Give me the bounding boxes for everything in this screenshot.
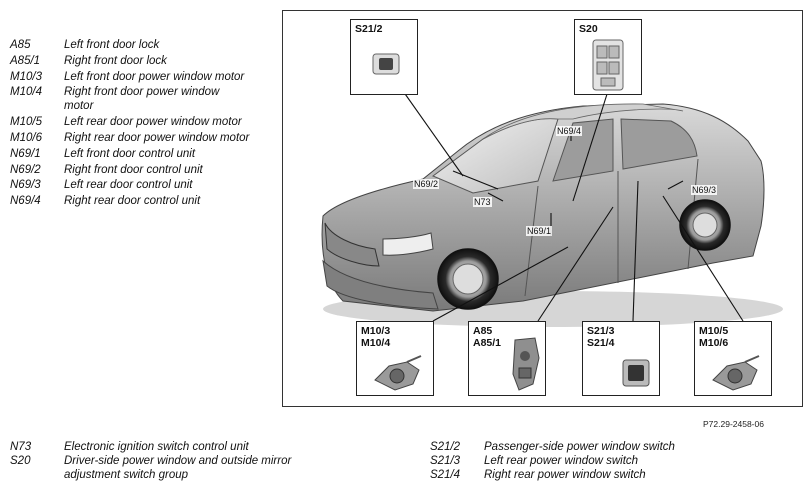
- legend-item: M10/4 Right front door power window motor: [10, 85, 250, 113]
- legend-desc: Left rear door power window motor: [64, 116, 242, 129]
- legend-item: N69/1 Left front door control unit: [10, 147, 250, 161]
- legend-desc: Right front door lock: [64, 54, 167, 67]
- legend-desc: Electronic ignition switch control unit: [64, 441, 249, 453]
- label-n69-4: N69/4: [556, 126, 583, 136]
- callout-code: M10/6: [699, 337, 729, 349]
- legend-item: M10/3 Left front door power window motor: [10, 70, 250, 84]
- legend-item: N69/3 Left rear door control unit: [10, 178, 250, 192]
- car-bumper: [322, 259, 439, 310]
- legend-code: N69/4: [10, 195, 41, 208]
- legend-code: A85: [10, 39, 31, 51]
- legend-code: N73: [10, 441, 32, 453]
- figure-reference: P72.29-2458-06: [703, 419, 764, 429]
- car-headlight: [382, 232, 434, 256]
- callout-code: S21/3: [587, 325, 615, 337]
- legend-item: M10/6 Right rear door power window motor: [10, 131, 250, 145]
- legend-code: S21/4: [430, 469, 461, 481]
- door-lock-icon: [512, 337, 540, 391]
- label-n69-2: N69/2: [413, 179, 440, 189]
- legend-desc: Left front door power window motor: [64, 70, 245, 83]
- callout-s20: S20: [574, 19, 642, 95]
- legend-desc: Right front door control unit: [64, 163, 203, 176]
- car-side-windows: [552, 118, 698, 182]
- callout-label: S20: [579, 23, 598, 35]
- legend-code: M10/5: [10, 116, 42, 129]
- label-n69-1: N69/1: [526, 226, 553, 236]
- legend-desc: Right rear door power window motor: [64, 131, 250, 144]
- legend-item: S21/3 Left rear power window switch: [430, 454, 750, 468]
- legend-desc: Right rear power window switch: [484, 469, 646, 481]
- callout-code: M10/3: [361, 325, 391, 337]
- legend-code: N69/3: [10, 179, 41, 192]
- callout-s21-2: S21/2: [350, 19, 418, 95]
- legend-desc: Right front door power window motor: [64, 86, 220, 113]
- callout-label: S21/2: [355, 23, 383, 35]
- legend-code: S20: [10, 455, 31, 467]
- legend-desc: Left rear door control unit: [64, 179, 193, 192]
- label-n73: N73: [473, 197, 492, 207]
- legend-code: M10/4: [10, 86, 42, 99]
- legend-item: S21/4 Right rear power window switch: [430, 468, 750, 482]
- legend-desc: Left front door lock: [64, 39, 160, 51]
- callout-code: A85: [473, 325, 493, 337]
- legend-code: S21/2: [430, 441, 461, 453]
- label-n69-3: N69/3: [691, 185, 718, 195]
- legend-code: M10/6: [10, 131, 42, 144]
- switch-group-icon: [592, 39, 624, 91]
- legend-item: M10/5 Left rear door power window motor: [10, 115, 250, 129]
- callout-code: A85/1: [473, 337, 502, 349]
- car-roof: [482, 103, 684, 140]
- front-wheel-hub: [452, 263, 484, 295]
- switch-icon: [622, 359, 650, 387]
- legend-item: S20 Driver-side power window and outside …: [10, 454, 330, 482]
- legend-bottom-left: N73 Electronic ignition switch control un…: [10, 440, 330, 482]
- legend-item: N69/2 Right front door control unit: [10, 163, 250, 177]
- window-motor-icon: [712, 355, 760, 391]
- rear-wheel-hub: [692, 212, 718, 238]
- window-motor-icon: [374, 355, 422, 391]
- legend-item: A85/1 Right front door lock: [10, 54, 250, 68]
- legend-code: N69/2: [10, 163, 41, 176]
- car-illustration: [321, 90, 783, 327]
- legend-code: S21/3: [430, 455, 461, 467]
- legend-desc: Passenger-side power window switch: [484, 441, 675, 453]
- leader-lines: [402, 90, 744, 322]
- legend-desc: Left front door control unit: [64, 147, 196, 160]
- legend-desc: Driver-side power window and outside mir…: [64, 455, 292, 481]
- legend-code: A85/1: [10, 54, 41, 67]
- legend-item: A85 Left front door lock: [10, 38, 250, 52]
- legend-item: N69/4 Right rear door control unit: [10, 194, 250, 208]
- legend-item: S21/2 Passenger-side power window switch: [430, 440, 750, 454]
- car-grille: [324, 222, 380, 267]
- callout-code: M10/4: [361, 337, 391, 349]
- legend-code: N69/1: [10, 147, 41, 160]
- switch-icon: [372, 53, 400, 75]
- callout-code: S21/4: [587, 337, 615, 349]
- callout-code: M10/5: [699, 325, 729, 337]
- legend-code: M10/3: [10, 70, 42, 83]
- legend-item: N73 Electronic ignition switch control un…: [10, 440, 330, 454]
- legend-desc: Right rear door control unit: [64, 195, 201, 208]
- legend-desc: Left rear power window switch: [484, 455, 639, 467]
